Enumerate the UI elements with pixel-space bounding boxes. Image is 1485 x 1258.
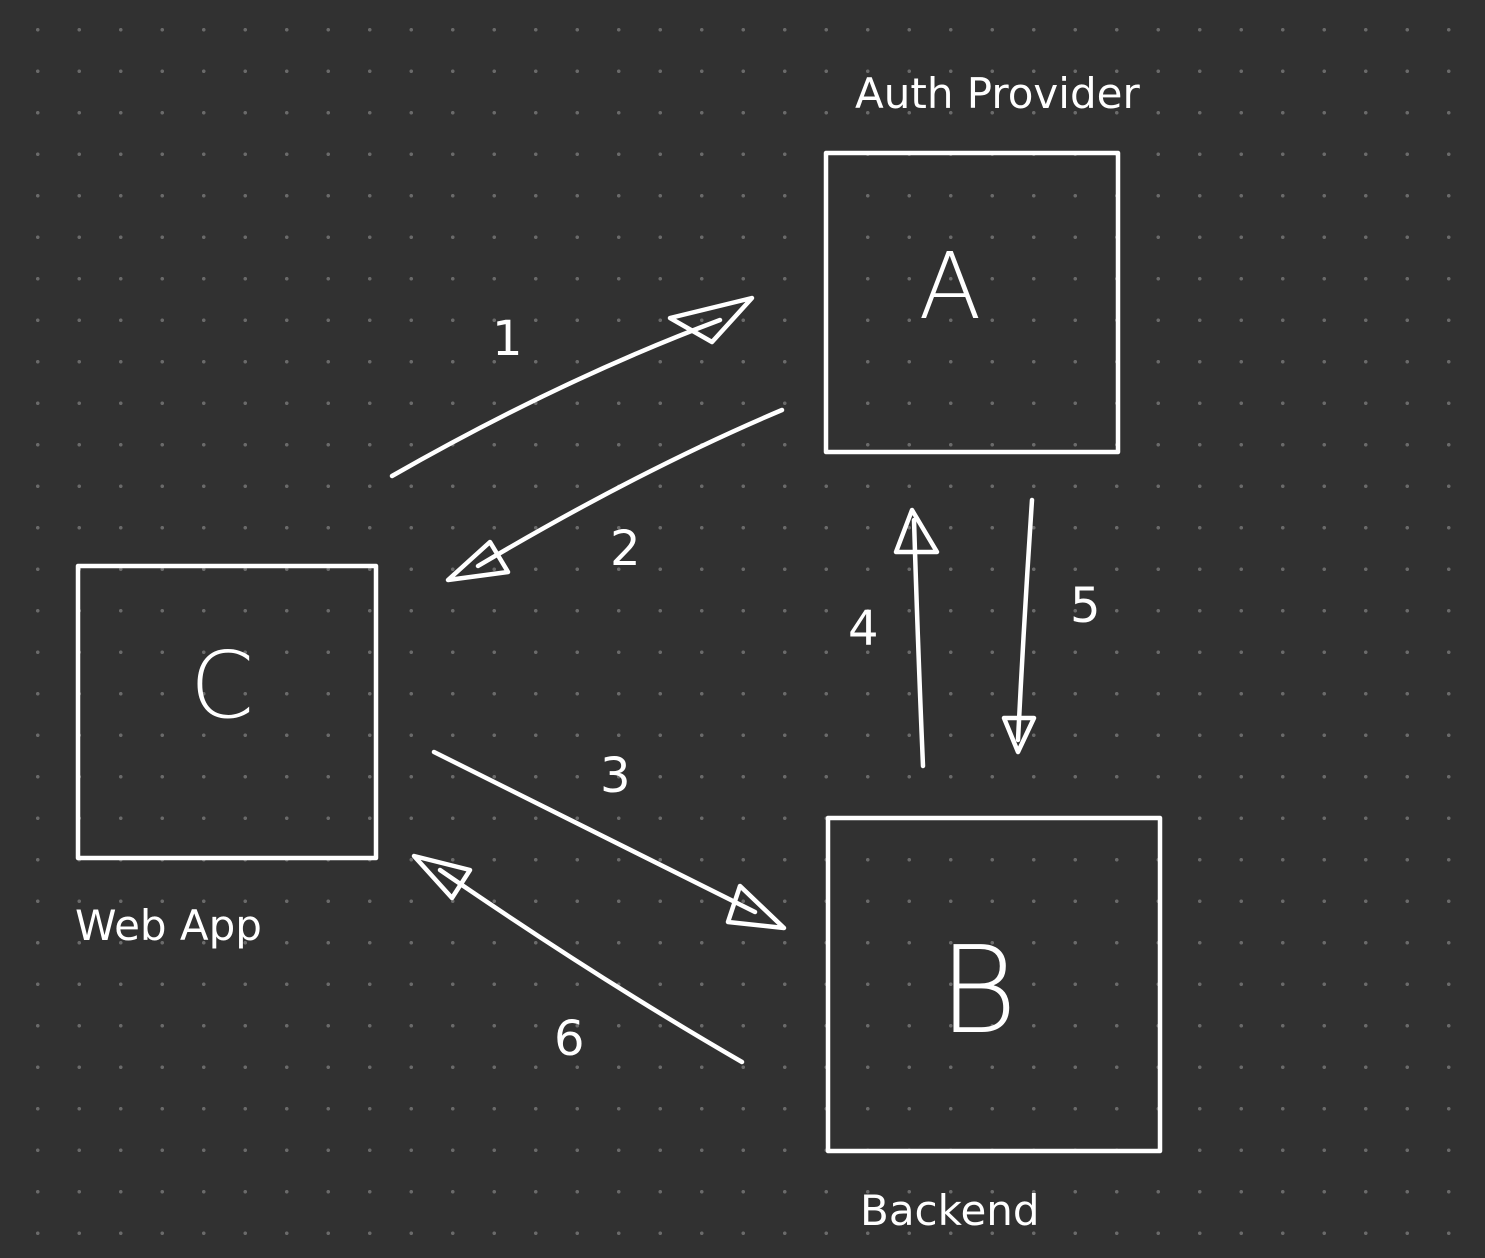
edge-label-3: 3 xyxy=(600,748,631,804)
auth-provider-box[interactable] xyxy=(823,150,1121,455)
edge-label-2: 2 xyxy=(610,521,641,577)
arrow-5[interactable] xyxy=(1001,497,1037,755)
edge-label-6: 6 xyxy=(554,1011,585,1067)
arrow-1[interactable] xyxy=(389,295,755,479)
arrow-3[interactable] xyxy=(431,749,787,931)
webapp-caption: Web App xyxy=(75,901,262,950)
backend-caption: Backend xyxy=(860,1186,1040,1235)
edge-label-1: 1 xyxy=(492,311,523,367)
edge-label-5: 5 xyxy=(1070,578,1101,634)
arrow-4[interactable] xyxy=(893,507,940,769)
arrow-2[interactable] xyxy=(445,407,785,583)
webapp-box[interactable] xyxy=(75,563,379,861)
webapp-letter: C xyxy=(190,632,254,739)
arrow-6[interactable] xyxy=(411,853,745,1065)
edge-label-4: 4 xyxy=(848,601,879,657)
auth-letter: A xyxy=(919,233,982,340)
backend-letter: B xyxy=(939,922,1018,1061)
auth-caption: Auth Provider xyxy=(855,69,1140,118)
backend-box[interactable] xyxy=(825,815,1163,1154)
